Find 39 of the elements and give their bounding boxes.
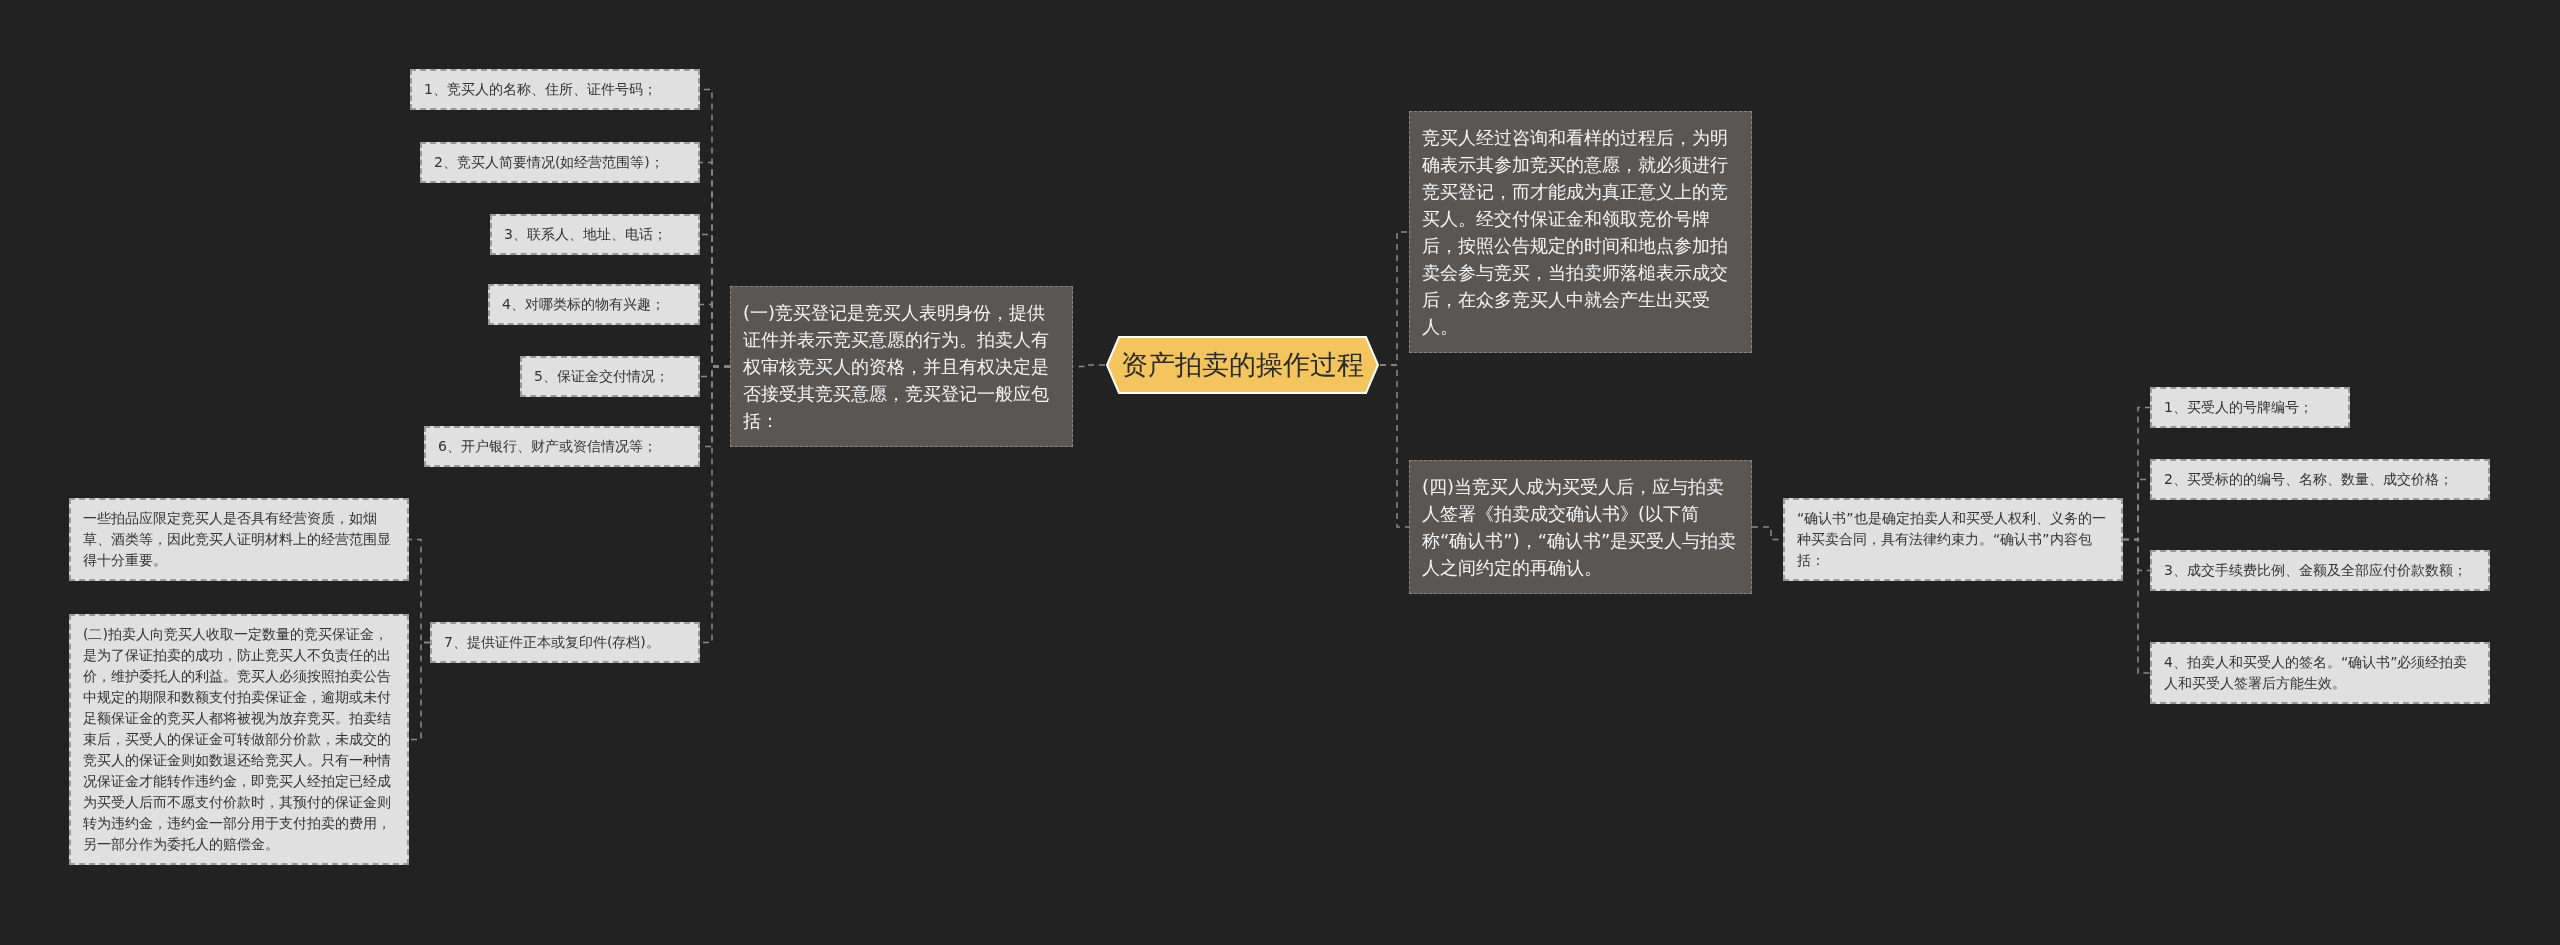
leaf-text: 6、开户银行、财产或资信情况等；: [438, 437, 658, 456]
topic-title: 资产拍卖的操作过程: [1121, 347, 1364, 382]
leaf-text: 5、保证金交付情况；: [534, 367, 670, 386]
leaf-box: [2150, 387, 2350, 428]
leaf-text: 4、拍卖人和买受人的签名。“确认书”必须经拍卖人和买受人签署后方能生效。: [2164, 653, 2469, 693]
leaf-box: [2150, 642, 2490, 704]
leaf-text: 2、买受标的的编号、名称、数量、成交价格；: [2164, 470, 2454, 489]
leaf-text: 3、联系人、地址、电话；: [504, 225, 668, 244]
leaf-box: [2150, 550, 2490, 591]
leaf-text: 2、竞买人简要情况(如经营范围等)；: [434, 153, 665, 172]
topic-hexagon: [1105, 335, 1380, 395]
leaf-text: (二)拍卖人向竞买人收取一定数量的竞买保证金，是为了保证拍卖的成功，防止竞买人不负责任的出价，维护委托人的利益。竞买人必须按照拍卖公告中规定的期限和数额支付拍卖保证金，逾期或未付足额保证金的竞买人都将被视为放弃竞买。拍卖结束后，买受人的保证金可转做部分价款，未成交的竞买人的保证金则如数退还给竞买人。只有一种情况保证金才能转作违约金，即竞买人经拍定已经成为买受人后而不愿支付价款时，其预付的保证金则转为违约金，违约金一部分用于支付拍卖的费用，另一部分作为委托人的赔偿金。: [83, 625, 392, 854]
leaf-text: 1、买受人的号牌编号；: [2164, 398, 2314, 417]
leaf-box: [69, 498, 409, 581]
leaf-text: 4、对哪类标的物有兴趣；: [502, 295, 666, 314]
connector-line: [408, 641, 431, 741]
leaf-text: “确认书”也是确定拍卖人和买受人权利、义务的一种买卖合同，具有法律约束力。“确认书”内容包括：: [1797, 509, 2107, 570]
branch-box: [730, 286, 1073, 447]
branch-box: [1409, 111, 1752, 353]
leaf-box: [69, 614, 409, 865]
leaf-box: [520, 356, 700, 397]
leaf-box: [2150, 459, 2490, 500]
leaf-box: [1783, 498, 2123, 581]
branch-text: (四)当竞买人成为买受人后，应与拍卖人签署《拍卖成交确认书》(以下简称“确认书”)，“确认书”是买受人与拍卖人之间约定的再确认。: [1422, 475, 1738, 580]
connector-line: [1379, 364, 1410, 528]
leaf-box: [430, 622, 700, 663]
leaf-box: [490, 214, 700, 255]
leaf-text: 一些拍品应限定竞买人是否具有经营资质，如烟草、酒类等，因此竞买人证明材料上的经营范围显得十分重要。: [83, 509, 392, 570]
connector-line: [2122, 538, 2151, 674]
leaf-box: [420, 142, 700, 183]
leaf-text: 3、成交手续费比例、金额及全部应付价款数额；: [2164, 561, 2468, 580]
branch-text: 竞买人经过咨询和看样的过程后，为明确表示其参加竞买的意愿，就必须进行竞买登记，而才能成为真正意义上的竞买人。经交付保证金和领取竞价号牌后，按照公告规定的时间和地点参加拍卖会参与竞买，当拍卖师落槌表示成交后，在众多竞买人中就会产生出买受人。: [1422, 126, 1729, 339]
leaf-box: [424, 426, 700, 467]
leaf-text: 1、竞买人的名称、住所、证件号码；: [424, 80, 658, 99]
branch-text: (一)竞买登记是竞买人表明身份，提供证件并表示竞买意愿的行为。拍卖人有权审核竞买人的资格，并且有权决定是否接受其竞买意愿，竞买登记一般应包括：: [743, 301, 1050, 433]
branch-box: [1409, 460, 1752, 594]
leaf-text: 7、提供证件正本或复印件(存档)。: [444, 633, 661, 652]
leaf-box: [488, 284, 700, 325]
leaf-box: [410, 69, 700, 110]
